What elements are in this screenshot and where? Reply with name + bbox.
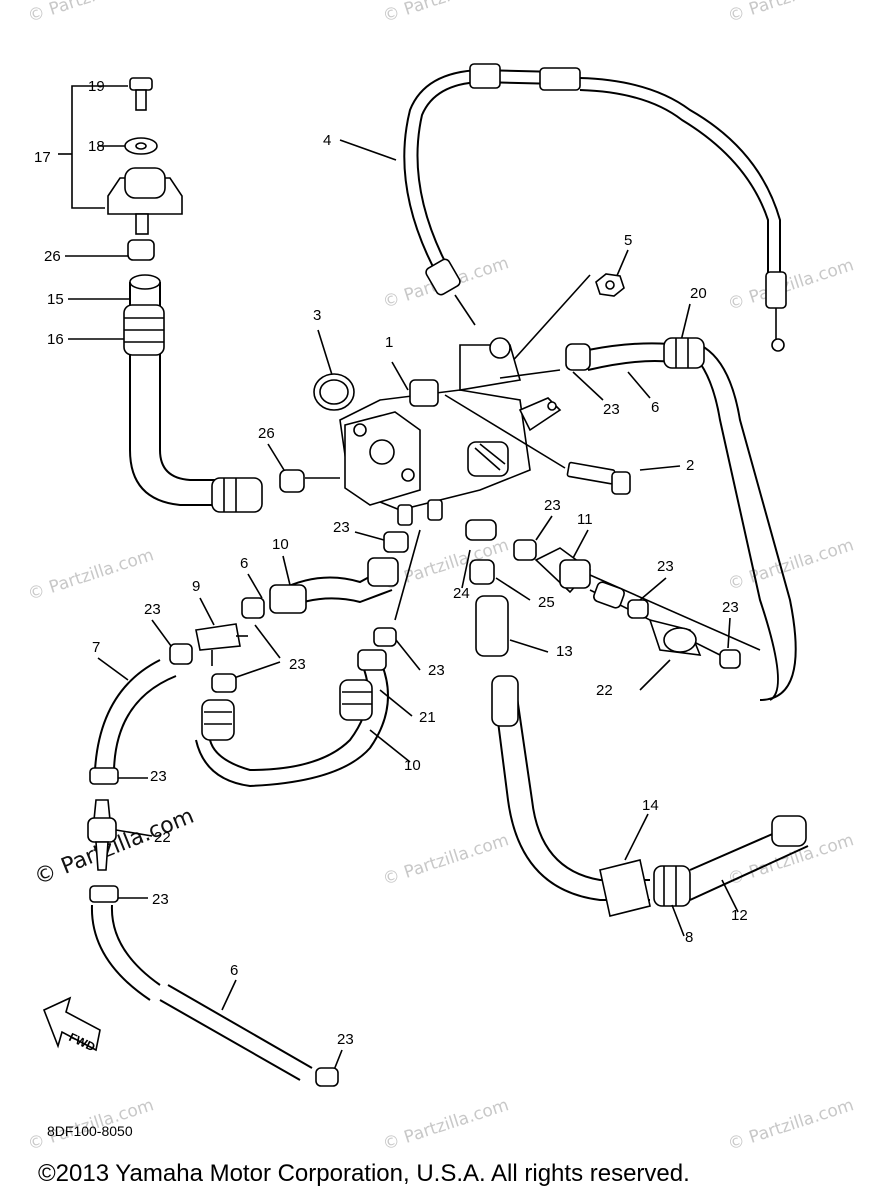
watermark: © Partzilla.com bbox=[25, 545, 156, 605]
callout-26: 26 bbox=[44, 248, 61, 265]
clamp-24-sleeve-25-hose-13 bbox=[461, 519, 549, 657]
callout-14: 14 bbox=[642, 797, 659, 814]
callout-19: 19 bbox=[88, 78, 105, 95]
watermark: © Partzilla.com bbox=[380, 1095, 511, 1155]
part-number: 8DF100-8050 bbox=[47, 1123, 133, 1139]
watermark: © Partzilla.com bbox=[725, 255, 856, 315]
filter-22-assembly bbox=[513, 515, 761, 691]
callout-labels: 19 18 17 26 15 16 4 5 20 3 1 23 6 26 2 23 11 23 10 6 23 9 24 25… bbox=[34, 78, 748, 1048]
callout-23: 23 bbox=[337, 1031, 354, 1048]
callout-2: 2 bbox=[686, 457, 694, 474]
watermark: © Partzilla.com bbox=[380, 830, 511, 890]
oil-pump-1 bbox=[339, 337, 562, 526]
callout-18: 18 bbox=[88, 138, 105, 155]
o-ring-3 bbox=[313, 329, 355, 411]
callout-21: 21 bbox=[419, 709, 436, 726]
watermark: © Partzilla.com bbox=[380, 0, 511, 27]
callout-23: 23 bbox=[722, 599, 739, 616]
callout-10: 10 bbox=[272, 536, 289, 553]
callout-16: 16 bbox=[47, 331, 64, 348]
callout-22: 22 bbox=[154, 829, 171, 846]
callout-22: 22 bbox=[596, 682, 613, 699]
callout-1: 1 bbox=[385, 334, 393, 351]
callout-13: 13 bbox=[556, 643, 573, 660]
watermark: © Partzilla.com bbox=[725, 535, 856, 595]
callout-15: 15 bbox=[47, 291, 64, 308]
callout-6: 6 bbox=[651, 399, 659, 416]
callout-23: 23 bbox=[289, 656, 306, 673]
hose-20-right bbox=[499, 303, 797, 701]
watermark-prominent: © Partzilla.com bbox=[31, 804, 198, 891]
callout-23: 23 bbox=[544, 497, 561, 514]
hoses-center bbox=[151, 529, 421, 788]
callout-23: 23 bbox=[657, 558, 674, 575]
callout-24: 24 bbox=[453, 585, 470, 602]
callout-23: 23 bbox=[603, 401, 620, 418]
callout-23: 23 bbox=[144, 601, 161, 618]
watermark: © Partzilla.com bbox=[725, 0, 856, 27]
callout-26: 26 bbox=[258, 425, 275, 442]
callout-8: 8 bbox=[685, 929, 693, 946]
watermark: © Partzilla.com bbox=[725, 1095, 856, 1155]
cable-4 bbox=[339, 63, 787, 352]
callout-11: 11 bbox=[577, 511, 593, 528]
bracket-group-17 bbox=[58, 77, 183, 235]
callout-23: 23 bbox=[333, 519, 350, 536]
fwd-arrow: FWD bbox=[42, 996, 101, 1054]
callout-23: 23 bbox=[428, 662, 445, 679]
hose-16-left bbox=[65, 239, 263, 513]
callout-10: 10 bbox=[404, 757, 421, 774]
callout-7: 7 bbox=[92, 639, 100, 656]
watermark: © Partzilla.com bbox=[25, 0, 156, 27]
callout-17: 17 bbox=[34, 149, 51, 166]
nut-5 bbox=[499, 249, 629, 376]
callout-5: 5 bbox=[624, 232, 632, 249]
callout-6: 6 bbox=[230, 962, 238, 979]
callout-3: 3 bbox=[313, 307, 321, 324]
callout-6: 6 bbox=[240, 555, 248, 572]
hoses-lower-left bbox=[87, 657, 343, 1087]
clamp-26 bbox=[267, 443, 340, 493]
hoses-lower-right bbox=[491, 675, 809, 937]
copyright-footer: ©2013 Yamaha Motor Corporation, U.S.A. A… bbox=[38, 1160, 690, 1187]
callout-20: 20 bbox=[690, 285, 707, 302]
callout-23: 23 bbox=[152, 891, 169, 908]
callout-25: 25 bbox=[538, 594, 555, 611]
callout-4: 4 bbox=[323, 132, 331, 149]
callout-23: 23 bbox=[150, 768, 167, 785]
bolt-2 bbox=[444, 394, 681, 495]
callout-9: 9 bbox=[192, 578, 200, 595]
callout-12: 12 bbox=[731, 907, 748, 924]
